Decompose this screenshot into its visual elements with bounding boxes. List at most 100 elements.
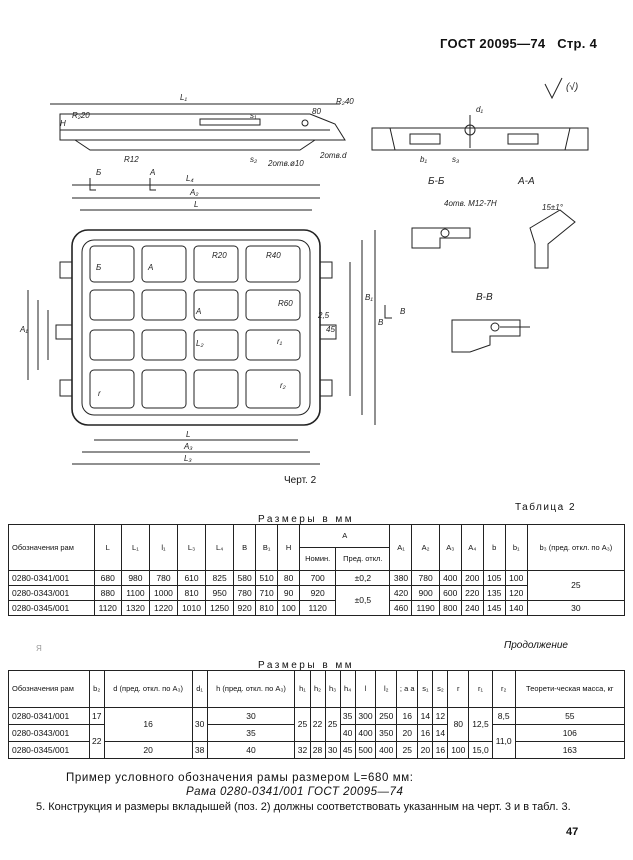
cell-name: 0280-0343/001 <box>8 585 95 601</box>
cell-h: 30 <box>206 707 296 725</box>
cell-name: 0280-0345/001 <box>8 741 90 759</box>
table-label: Таблица 2 <box>515 502 577 513</box>
cell-mass: 163 <box>514 741 626 759</box>
section-VV-title: В-В <box>476 292 493 303</box>
cell-name: 0280-0345/001 <box>8 600 95 616</box>
label-45: 45 <box>326 325 335 334</box>
col-A-nom: Номин. <box>299 547 337 571</box>
cell-h4: 45 <box>339 741 356 759</box>
label-L1: L₁ <box>180 93 187 102</box>
label-section-A: А <box>147 263 153 272</box>
cell-A1: 460 <box>389 600 413 616</box>
cell-L: 880 <box>93 585 122 601</box>
cell-d1: 38 <box>191 741 208 759</box>
cell-l1: 780 <box>148 570 179 586</box>
cell-d: 16 <box>103 707 193 742</box>
cell-A2: 900 <box>411 585 440 601</box>
cell-A4: 240 <box>460 600 484 616</box>
cell-mass: 106 <box>514 724 626 742</box>
label-A2: A₂ <box>189 188 198 197</box>
col-b2: b₂ <box>88 670 105 708</box>
cell-A2: 1190 <box>411 600 440 616</box>
cell-B1: 810 <box>255 600 279 616</box>
cell-b3: 30 <box>526 600 626 616</box>
label-L2: L₂ <box>196 339 204 348</box>
dimensions-table-2: Обозначения рам b₂ d (пред. откл. по A₃)… <box>8 670 626 759</box>
cell-L: 680 <box>93 570 122 586</box>
col-A1: A₁ <box>389 524 413 571</box>
cell-mass: 55 <box>514 707 626 725</box>
cell-s2: 14 <box>432 724 449 742</box>
label-H: H <box>60 119 66 128</box>
window-grid <box>89 245 301 409</box>
cell-L1: 1100 <box>120 585 150 601</box>
cell-B: 920 <box>233 600 257 616</box>
cell-name: 0280-0343/001 <box>8 724 90 742</box>
cell-sa: 16 <box>396 707 419 725</box>
cell-L3: 610 <box>176 570 207 586</box>
label-A3: A₃ <box>183 442 193 451</box>
label-r1: r₁ <box>277 337 283 346</box>
roughness-label: (√) <box>566 81 578 93</box>
cell-h: 40 <box>206 741 296 759</box>
col-A: A <box>299 524 391 548</box>
col-l2: l₂ <box>375 670 398 708</box>
cell-b3: 25 <box>526 570 626 601</box>
cell-l: 300 <box>354 707 377 725</box>
cell-B: 580 <box>233 570 257 586</box>
label-80: 80 <box>312 107 321 116</box>
col-B: B <box>233 524 257 571</box>
cell-b: 105 <box>482 570 506 586</box>
cell-h3: 25 <box>324 707 341 742</box>
col-B1: B₁ <box>255 524 279 571</box>
cell-l1: 1220 <box>148 600 179 616</box>
cell-d: 20 <box>103 741 193 759</box>
label-cut-B: Б <box>96 168 101 177</box>
cell-A3: 600 <box>438 585 462 601</box>
label-L3: L₃ <box>184 454 192 463</box>
cell-s1: 14 <box>417 707 434 725</box>
cell-A1: 420 <box>389 585 413 601</box>
cell-h: 35 <box>206 724 296 742</box>
col-L1: L₁ <box>120 524 150 571</box>
col-l1: l₁ <box>148 524 179 571</box>
cell-r: 80 <box>447 707 470 742</box>
col-h1: h₁ <box>294 670 311 708</box>
cell-A: 700 <box>299 570 337 586</box>
label-B: B <box>378 318 384 327</box>
note-paragraph: 5. Конструкция и размеры вкладышей (поз.… <box>36 801 571 813</box>
cell-h4: 40 <box>339 724 356 742</box>
table-row: 0280-0345/001 20 38 40 32 28 30 45 500 4… <box>8 741 626 759</box>
label-2.5: 2,5 <box>317 311 330 320</box>
col-h4: h₄ <box>339 670 356 708</box>
col-r2: r₂ <box>491 670 516 708</box>
col-sa: ; а а <box>396 670 419 708</box>
roughness-symbol <box>544 77 563 100</box>
cell-l2: 250 <box>375 707 398 725</box>
label-R40b: R₂40 <box>336 97 354 106</box>
label-s2: s₂ <box>250 155 257 164</box>
side-mark: Я <box>36 644 42 653</box>
page-header: ГОСТ 20095—74 Стр. 4 <box>440 36 597 51</box>
cell-A3: 400 <box>438 570 462 586</box>
cell-H: 80 <box>277 570 301 586</box>
cell-A: 920 <box>299 585 337 601</box>
table2-title: Размеры в мм <box>258 660 355 671</box>
label-R20b: R₂20 <box>72 111 90 120</box>
cell-d1: 30 <box>191 707 208 742</box>
cell-A4: 200 <box>460 570 484 586</box>
col-A4: A₄ <box>460 524 484 571</box>
table-row: 0280-0343/001 22 35 40 400 350 20 16 14 … <box>8 724 626 759</box>
cell-l2: 350 <box>375 724 398 742</box>
table1-title: Размеры в мм <box>258 514 355 525</box>
page-label: Стр. 4 <box>557 36 598 51</box>
cell-l2: 400 <box>375 741 398 759</box>
label-A1: A₁ <box>19 325 28 334</box>
col-r: r <box>447 670 470 708</box>
cell-b1: 120 <box>504 585 528 601</box>
cell-sa: 20 <box>396 724 419 742</box>
example-formula: Рама 0280-0341/001 ГОСТ 20095—74 <box>186 786 404 798</box>
label-L-bottom: L <box>186 430 190 439</box>
cell-l: 400 <box>354 724 377 742</box>
cell-H: 90 <box>277 585 301 601</box>
